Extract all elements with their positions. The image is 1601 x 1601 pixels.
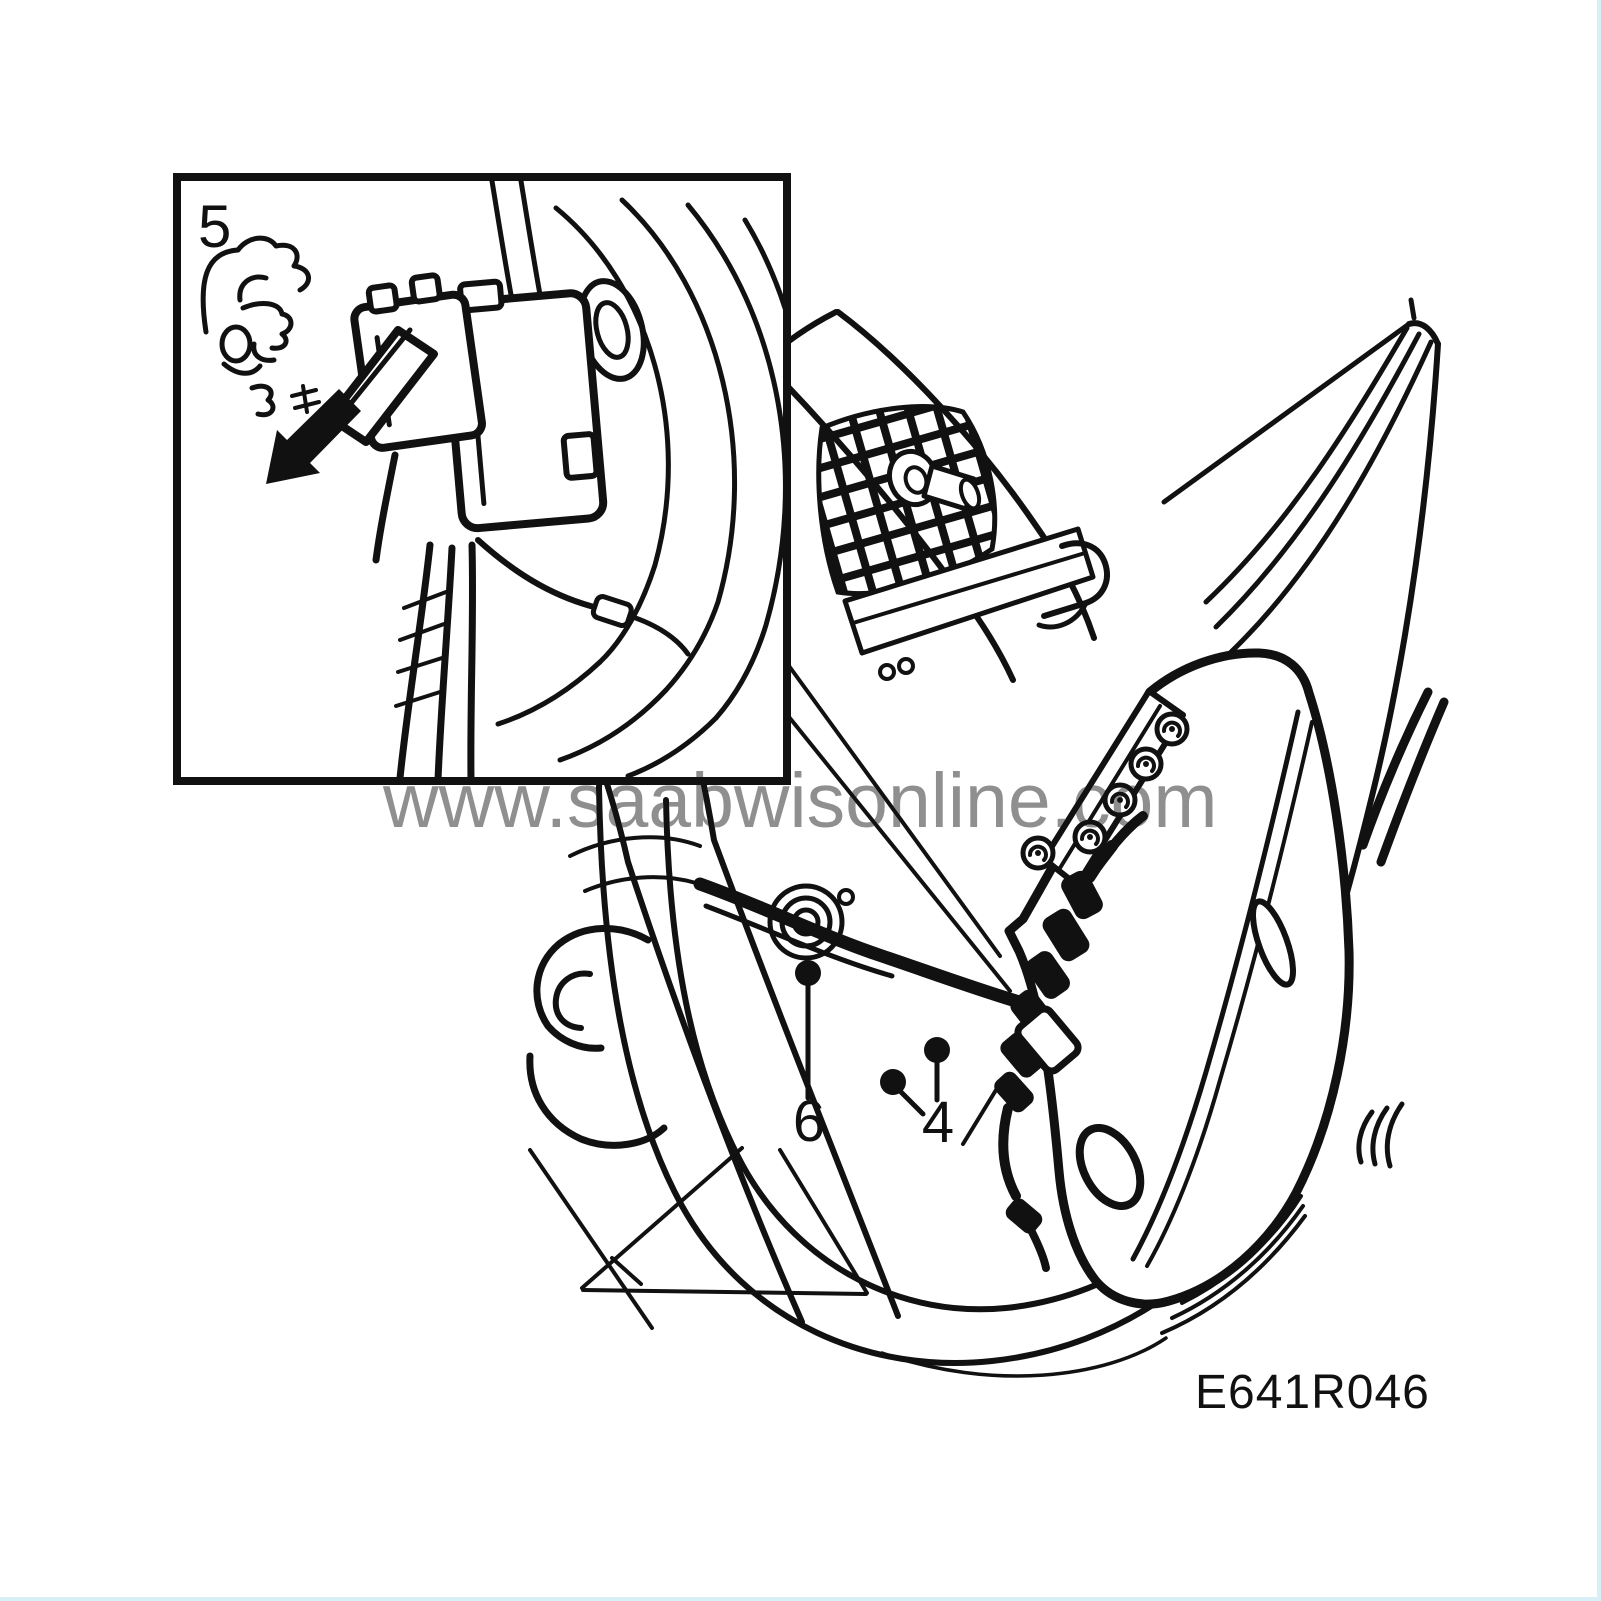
callout-dot <box>924 1037 950 1063</box>
screw-icon <box>1128 746 1164 782</box>
page-edge-right <box>1597 0 1601 1601</box>
hub-contact-grid <box>816 404 998 596</box>
hub-plate <box>842 526 1110 681</box>
mounting-bracket <box>1020 688 1190 888</box>
airbag-module <box>1004 648 1354 1309</box>
callout-4-label: 4 <box>922 1090 954 1155</box>
figure-code: E641R046 <box>1195 1366 1430 1419</box>
inset-wires <box>372 451 691 779</box>
screw-icon <box>1072 819 1108 855</box>
module-slot <box>1250 898 1296 988</box>
screw-icon <box>1154 711 1190 747</box>
steering-wheel-assembly <box>526 297 1449 1378</box>
motion-whiskers <box>1356 1101 1405 1169</box>
wiring-harness <box>693 811 1148 1272</box>
inset-connector <box>326 272 608 533</box>
callout-dot <box>795 960 821 986</box>
page-edge-bottom <box>0 1597 1601 1601</box>
callout-6: 6 <box>793 960 825 1154</box>
module-vent <box>1075 1123 1145 1211</box>
callout-dot <box>880 1069 906 1095</box>
column-shroud-lines <box>528 1146 869 1330</box>
watermark-text: www.saabwisonline.com <box>382 758 1218 844</box>
callout-6-label: 6 <box>793 1089 825 1154</box>
screw-icon <box>1102 782 1138 818</box>
inset-bracket-squiggles <box>200 235 321 418</box>
inset-pointer-lines <box>787 664 1012 993</box>
direction-arrow-icon <box>266 389 361 484</box>
inset-detail-box: 5 <box>173 173 791 785</box>
harness-connector <box>1014 1005 1082 1075</box>
callout-4: 4 <box>880 1037 954 1155</box>
horn-spring-brackets <box>526 835 702 1149</box>
inset-drawing <box>200 181 783 779</box>
screw-icon <box>1020 835 1056 871</box>
inset-callout-label: 5 <box>198 193 231 260</box>
